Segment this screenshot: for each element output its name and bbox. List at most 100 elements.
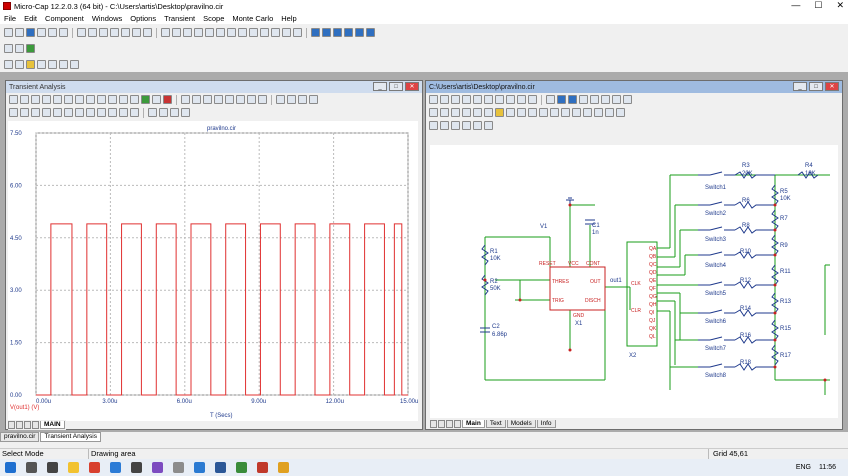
schematic-tool-icon[interactable]: [484, 95, 493, 104]
cursor-mode-icon[interactable]: [20, 108, 29, 117]
measure-icon[interactable]: [181, 108, 190, 117]
app-icon[interactable]: [131, 462, 142, 473]
menu-transient[interactable]: Transient: [164, 13, 196, 23]
schematic-tool-icon[interactable]: [579, 95, 588, 104]
zoom-out-icon[interactable]: [440, 121, 449, 130]
tile-horizontal-icon[interactable]: [311, 28, 320, 37]
undo-icon[interactable]: [77, 28, 86, 37]
transient-tool-icon[interactable]: [64, 95, 73, 104]
cursor-mode-icon[interactable]: [97, 108, 106, 117]
tool-c-icon[interactable]: [26, 60, 35, 69]
app-icon[interactable]: [257, 462, 268, 473]
menu-options[interactable]: Options: [130, 13, 157, 23]
menu-scope[interactable]: Scope: [203, 13, 225, 23]
schematic-tool-icon[interactable]: [601, 95, 610, 104]
app-icon[interactable]: [152, 462, 163, 473]
language-indicator[interactable]: ENG: [795, 464, 811, 471]
close-button[interactable]: ✕: [836, 0, 844, 10]
npn-component-icon[interactable]: [249, 28, 258, 37]
first-page-icon[interactable]: [430, 420, 437, 428]
schematic-tool-icon[interactable]: [473, 108, 482, 117]
transient-tool-icon[interactable]: [42, 95, 51, 104]
word-icon[interactable]: [215, 462, 226, 473]
arrange-icon[interactable]: [344, 28, 353, 37]
cursor-mode-icon[interactable]: [53, 108, 62, 117]
cursor-mode-icon[interactable]: [86, 108, 95, 117]
prev-page-icon[interactable]: [16, 421, 23, 429]
schematic-tool-icon[interactable]: [590, 95, 599, 104]
vscode-icon[interactable]: [194, 462, 205, 473]
edge-icon[interactable]: [110, 462, 121, 473]
cursor-mode-icon[interactable]: [75, 108, 84, 117]
schematic-tool-icon[interactable]: [572, 108, 581, 117]
transient-tool-icon[interactable]: [247, 95, 256, 104]
schematic-tool-icon[interactable]: [506, 108, 515, 117]
transient-minimize-button[interactable]: _: [373, 82, 387, 91]
maximize-button[interactable]: ☐: [814, 0, 823, 10]
save-icon[interactable]: [26, 28, 35, 37]
ground-component-icon[interactable]: [161, 28, 170, 37]
component-panel-icon[interactable]: [4, 44, 13, 53]
cursor-mode-icon[interactable]: [31, 108, 40, 117]
menu-edit[interactable]: Edit: [24, 13, 38, 23]
schematic-tool-icon[interactable]: [517, 108, 526, 117]
tab-main-analysis[interactable]: MAIN: [40, 421, 65, 429]
copy-icon[interactable]: [110, 28, 119, 37]
window-list-icon[interactable]: [355, 28, 364, 37]
cursor-mode-icon[interactable]: [9, 108, 18, 117]
schematic-tool-icon[interactable]: [550, 108, 559, 117]
transient-tool-icon[interactable]: [75, 95, 84, 104]
delete-icon[interactable]: [132, 28, 141, 37]
tool-d-icon[interactable]: [37, 60, 46, 69]
transient-window-titlebar[interactable]: Transient Analysis _ □ ✕: [6, 81, 422, 93]
mosfet-component-icon[interactable]: [271, 28, 280, 37]
schematic-minimize-button[interactable]: _: [793, 82, 807, 91]
schematic-tool-icon[interactable]: [484, 121, 493, 130]
transistor-component-icon[interactable]: [238, 28, 247, 37]
last-page-icon[interactable]: [454, 420, 461, 428]
schematic-tool-icon[interactable]: [429, 95, 438, 104]
menu-monte-carlo[interactable]: Monte Carlo: [232, 13, 274, 23]
tab-main[interactable]: Main: [462, 420, 485, 428]
task-view-icon[interactable]: [47, 462, 58, 473]
tab-text[interactable]: Text: [485, 420, 506, 428]
transient-tool-icon[interactable]: [258, 95, 267, 104]
schematic-tool-icon[interactable]: [561, 108, 570, 117]
schematic-tool-icon[interactable]: [605, 108, 614, 117]
schematic-tool-icon[interactable]: [462, 121, 471, 130]
source-component-icon[interactable]: [227, 28, 236, 37]
select-icon[interactable]: [170, 108, 179, 117]
transient-tool-icon[interactable]: [31, 95, 40, 104]
transient-tool-icon[interactable]: [181, 95, 190, 104]
schematic-tool-icon[interactable]: [616, 108, 625, 117]
cascade-icon[interactable]: [333, 28, 342, 37]
schematic-canvas[interactable]: V1 C1 1n R1 10K R2 50K C2 6.86p X1 X2 ou…: [430, 145, 838, 418]
battery-component-icon[interactable]: [216, 28, 225, 37]
schematic-tool-icon[interactable]: [612, 95, 621, 104]
minimize-button[interactable]: —: [791, 0, 801, 10]
cursor-mode-icon[interactable]: [108, 108, 117, 117]
tool-a-icon[interactable]: [4, 60, 13, 69]
schematic-tool-icon[interactable]: [623, 95, 632, 104]
transient-tool-icon[interactable]: [225, 95, 234, 104]
app-icon[interactable]: [236, 462, 247, 473]
redo-icon[interactable]: [88, 28, 97, 37]
next-page-icon[interactable]: [24, 421, 31, 429]
schematic-tool-icon[interactable]: [440, 108, 449, 117]
schematic-maximize-button[interactable]: □: [809, 82, 823, 91]
cursor-mode-icon[interactable]: [42, 108, 51, 117]
menu-windows[interactable]: Windows: [91, 13, 123, 23]
cursor-mode-icon[interactable]: [130, 108, 139, 117]
tool-e-icon[interactable]: [48, 60, 57, 69]
transient-tool-icon[interactable]: [309, 95, 318, 104]
info-icon[interactable]: [557, 95, 566, 104]
transient-tool-icon[interactable]: [20, 95, 29, 104]
schematic-close-button[interactable]: ✕: [825, 82, 839, 91]
schematic-tool-icon[interactable]: [528, 95, 537, 104]
open-file-icon[interactable]: [15, 28, 24, 37]
cut-icon[interactable]: [99, 28, 108, 37]
zoom-out-icon[interactable]: [287, 95, 296, 104]
zoom-fit-icon[interactable]: [451, 121, 460, 130]
schematic-tool-icon[interactable]: [539, 108, 548, 117]
